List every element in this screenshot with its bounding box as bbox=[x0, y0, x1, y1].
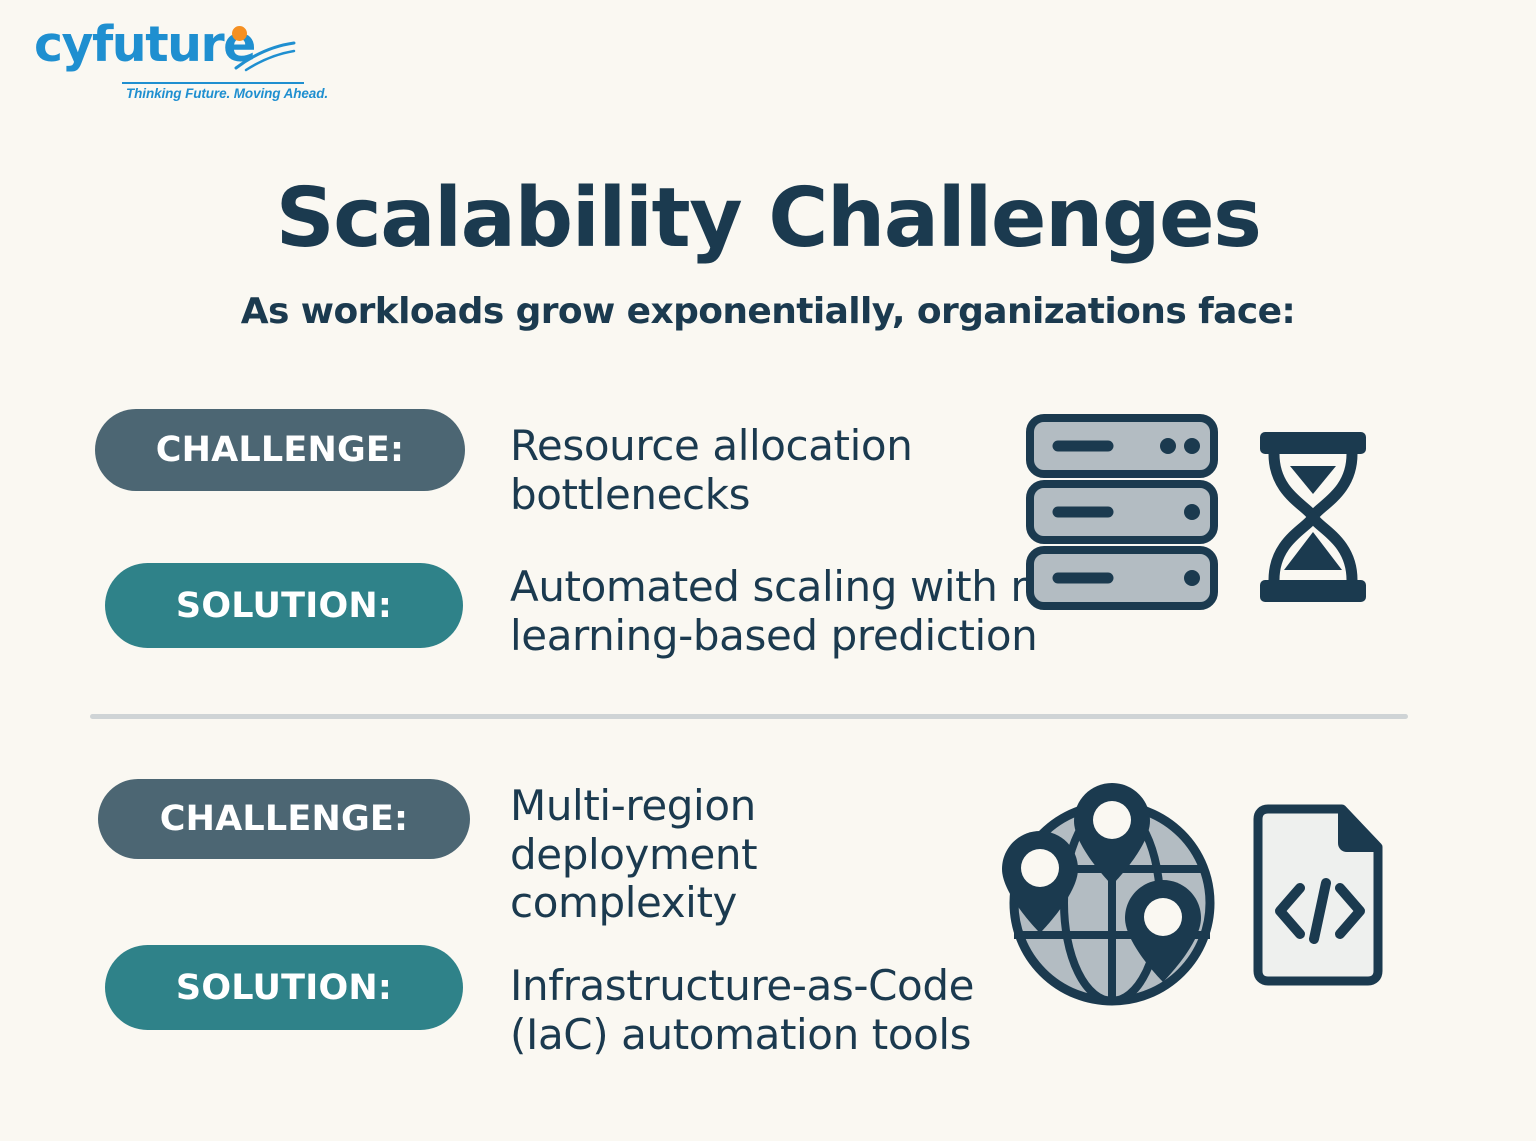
logo-orange-dot bbox=[232, 26, 247, 41]
logo-wordmark: cyfuture bbox=[34, 16, 256, 73]
logo-tagline: Thinking Future. Moving Ahead. bbox=[126, 86, 328, 101]
globe-pins-icon bbox=[1002, 783, 1215, 1006]
logo-swoosh-icon bbox=[234, 41, 296, 72]
section-1-icons bbox=[1020, 412, 1370, 612]
challenge-text: Multi-region deployment complexity bbox=[510, 781, 758, 928]
hourglass-icon bbox=[1260, 432, 1366, 602]
cyfuture-logo: cyfuture Thinking Future. Moving Ahead. bbox=[34, 16, 328, 101]
page-title: Scalability Challenges bbox=[275, 171, 1262, 266]
section-divider bbox=[90, 714, 1408, 719]
solution-label-badge: SOLUTION: bbox=[105, 945, 463, 1030]
server-rack-icon bbox=[1026, 414, 1218, 610]
solution-label-badge: SOLUTION: bbox=[105, 563, 463, 648]
logo-underline bbox=[122, 82, 304, 84]
code-file-icon bbox=[1253, 804, 1383, 986]
section-2-icons bbox=[1000, 775, 1390, 1025]
challenge-label-badge: CHALLENGE: bbox=[98, 779, 470, 859]
challenge-text: Resource allocation bottlenecks bbox=[510, 421, 913, 519]
challenge-label-badge: CHALLENGE: bbox=[95, 409, 465, 491]
solution-text: Infrastructure-as-Code (IaC) automation … bbox=[510, 961, 975, 1059]
page-subtitle: As workloads grow exponentially, organiz… bbox=[240, 291, 1296, 332]
